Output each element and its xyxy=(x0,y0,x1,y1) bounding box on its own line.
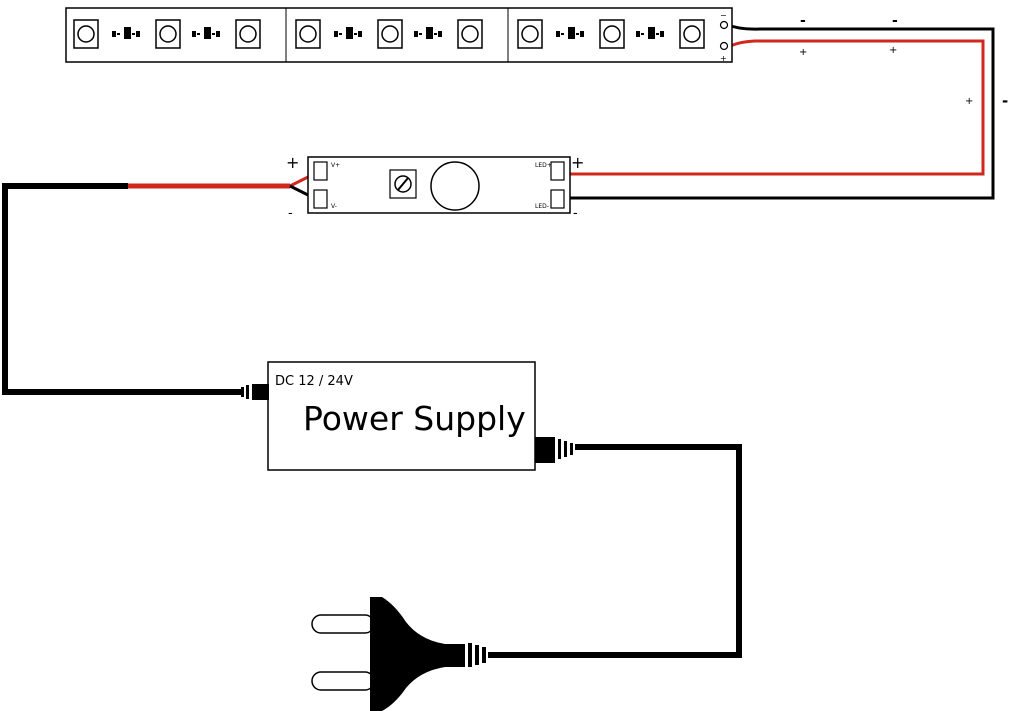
pad-v-minus-label: V- xyxy=(331,203,337,210)
led-chip-icon xyxy=(295,19,321,49)
led-chip-icon xyxy=(517,19,543,49)
ac-connector-icon xyxy=(535,437,573,463)
pad-led-plus-label: LED+ xyxy=(535,162,552,169)
side-plus-mark: + xyxy=(965,96,973,107)
strip-pad-negative xyxy=(719,20,729,30)
power-supply: DC 12 / 24V Power Supply xyxy=(267,361,536,471)
potentiometer-icon xyxy=(389,169,417,199)
resistor-icon xyxy=(192,27,220,39)
led-strip: − + xyxy=(65,7,733,63)
dimmer-input-plus: + xyxy=(286,153,299,172)
mains-plug-icon xyxy=(311,597,486,711)
resistor-icon xyxy=(636,27,664,39)
led-chip-icon xyxy=(377,19,403,49)
strip-pad-minus-label: − xyxy=(720,11,727,20)
resistor-icon xyxy=(112,27,140,39)
mains-cable xyxy=(488,444,742,658)
dimmer-knob-icon xyxy=(430,161,480,211)
pad-led-minus-label: LED- xyxy=(535,203,549,210)
wire-minus-mark-1: - xyxy=(800,13,806,29)
wire-plus-mark-2: + xyxy=(889,45,897,56)
strip-pad-plus-label: + xyxy=(720,54,727,63)
supply-negative-wire xyxy=(2,183,242,395)
led-chip-icon xyxy=(457,19,483,49)
led-chip-icon xyxy=(679,19,705,49)
dimmer-input-minus: - xyxy=(288,206,293,221)
led-chip-icon xyxy=(155,19,181,49)
input-lead-minus xyxy=(289,184,311,198)
resistor-icon xyxy=(414,27,442,39)
power-supply-title: Power Supply xyxy=(303,399,526,438)
led-chip-icon xyxy=(235,19,261,49)
input-lead-plus xyxy=(289,174,311,188)
resistor-icon xyxy=(556,27,584,39)
resistor-icon xyxy=(334,27,362,39)
led-chip-icon xyxy=(73,19,99,49)
wire-plus-mark-1: + xyxy=(799,47,807,58)
side-minus-mark: - xyxy=(1002,92,1008,110)
led-chip-icon xyxy=(599,19,625,49)
dimmer-output-plus: + xyxy=(571,153,584,172)
dimmer-module: V+ V- LED+ LED- xyxy=(307,156,571,214)
dc-connector-icon xyxy=(241,384,269,400)
power-supply-voltage: DC 12 / 24V xyxy=(275,374,353,389)
dimmer-output-minus: - xyxy=(573,206,578,221)
strip-pad-positive xyxy=(719,41,729,51)
wire-minus-mark-2: - xyxy=(892,13,898,29)
pad-v-plus-label: V+ xyxy=(331,162,340,169)
